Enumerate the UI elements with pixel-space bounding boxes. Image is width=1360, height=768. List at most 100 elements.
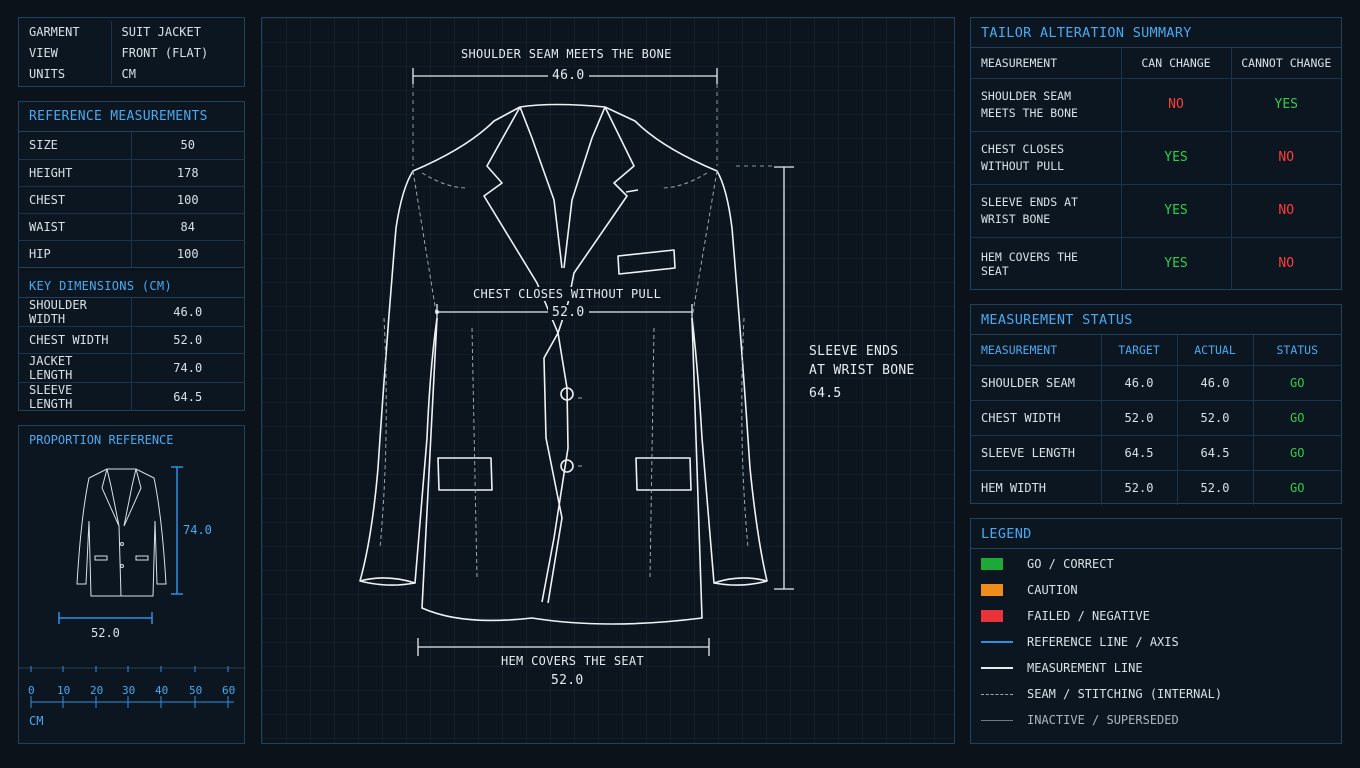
legend-item: MEASUREMENT LINE xyxy=(971,655,1341,681)
measurement-line1: CHEST CLOSES xyxy=(981,141,1065,156)
legend-item: INACTIVE / SUPERSEDED xyxy=(971,707,1341,733)
ref-label: HIP xyxy=(19,240,131,268)
legend-item: GO / CORRECT xyxy=(971,551,1341,577)
status-badge: GO xyxy=(1252,434,1342,471)
sleeve-measurement-title-1: SLEEVE ENDS xyxy=(809,344,899,359)
cannot-change-cell: NO xyxy=(1230,236,1342,291)
table-row: CHEST WIDTH 52.0 52.0 GO xyxy=(970,399,1342,436)
legend-swatch-caution xyxy=(981,584,1003,596)
mini-jacket-outline xyxy=(76,468,167,597)
ruler-tick-label: 60 xyxy=(222,684,236,697)
legend-swatch-failed xyxy=(981,610,1003,622)
table-row: SLEEVE LENGTH 64.5 xyxy=(19,382,244,411)
legend-swatch-go xyxy=(981,558,1003,570)
reference-title: REFERENCE MEASUREMENTS xyxy=(19,102,244,132)
legend-line-seam xyxy=(981,693,1013,695)
ruler-unit-label: CM xyxy=(29,714,44,728)
ref-label: HEIGHT xyxy=(19,159,131,187)
ruler-tick-label: 20 xyxy=(90,684,104,697)
legend-line-inactive xyxy=(981,719,1013,721)
alteration-summary-panel: TAILOR ALTERATION SUMMARY MEASUREMENT CA… xyxy=(970,17,1342,291)
shoulder-measurement-value: 46.0 xyxy=(548,68,589,83)
measurement-line1: SHOULDER SEAM xyxy=(981,88,1072,103)
ref-label: SIZE xyxy=(19,132,131,160)
dim-label: SLEEVE LENGTH xyxy=(29,382,73,411)
legend-title: LEGEND xyxy=(971,519,1341,549)
cannot-change-cell: NO xyxy=(1230,183,1342,238)
info-value: FRONT (FLAT) xyxy=(110,42,244,63)
dim-label: CHEST WIDTH xyxy=(19,326,131,354)
status-actual: 64.5 xyxy=(1176,434,1254,471)
hem-dimension-line xyxy=(417,638,710,656)
can-change-cell: NO xyxy=(1120,77,1232,132)
jacket-outline xyxy=(359,103,768,625)
ref-label: CHEST xyxy=(19,186,131,214)
proportion-diagram xyxy=(19,466,246,708)
info-label: VIEW xyxy=(29,45,58,60)
dim-value: 64.5 xyxy=(130,382,244,411)
proportion-title: PROPORTION REFERENCE xyxy=(29,433,174,447)
legend-label: GO / CORRECT xyxy=(1027,557,1114,571)
mini-height-dimension xyxy=(171,466,183,595)
status-table: MEASUREMENT TARGET ACTUAL STATUS SHOULDE… xyxy=(970,334,1342,506)
legend-label: SEAM / STITCHING (INTERNAL) xyxy=(1027,687,1223,701)
legend-label: INACTIVE / SUPERSEDED xyxy=(1027,713,1179,727)
status-target: 64.5 xyxy=(1100,434,1178,471)
status-measurement: CHEST WIDTH xyxy=(970,399,1102,436)
mini-width-dimension xyxy=(58,612,153,624)
measurement-status-panel: MEASUREMENT STATUS MEASUREMENT TARGET AC… xyxy=(970,304,1342,506)
chest-measure-point-left xyxy=(435,310,439,314)
chest-measurement-title: CHEST CLOSES WITHOUT PULL xyxy=(471,287,664,301)
key-dimensions-title: KEY DIMENSIONS (CM) xyxy=(19,267,244,298)
proportion-width-label: 52.0 xyxy=(91,626,120,640)
table-row: SLEEVE LENGTH 64.5 64.5 GO xyxy=(970,434,1342,471)
info-label: UNITS xyxy=(29,66,66,81)
dim-label: JACKET LENGTH xyxy=(19,353,131,383)
jacket-diagram-panel: SHOULDER SEAM MEETS THE BONE 46.0 CHEST … xyxy=(261,17,955,744)
legend-label: FAILED / NEGATIVE xyxy=(1027,609,1150,623)
alteration-title: TAILOR ALTERATION SUMMARY xyxy=(971,18,1341,48)
ref-value: 50 xyxy=(130,132,244,160)
alteration-table: MEASUREMENT CAN CHANGE CANNOT CHANGE SHO… xyxy=(970,47,1342,291)
proportion-reference-panel: PROPORTION REFERENCE xyxy=(18,425,246,744)
dim-value: 46.0 xyxy=(130,297,244,327)
col-header: TARGET xyxy=(1100,334,1178,366)
status-badge: GO xyxy=(1252,364,1342,401)
info-row: UNITS CM xyxy=(19,63,244,84)
table-row: HEM COVERS THE SEAT YES NO xyxy=(970,236,1342,291)
dim-value: 74.0 xyxy=(130,353,244,383)
table-header-row: MEASUREMENT CAN CHANGE CANNOT CHANGE xyxy=(970,47,1342,79)
cannot-change-cell: YES xyxy=(1230,77,1342,132)
legend-item: SEAM / STITCHING (INTERNAL) xyxy=(971,681,1341,707)
col-header: MEASUREMENT xyxy=(970,47,1122,79)
legend-item: FAILED / NEGATIVE xyxy=(971,603,1341,629)
status-actual: 46.0 xyxy=(1176,364,1254,401)
table-row: HEM WIDTH 52.0 52.0 GO xyxy=(970,469,1342,506)
hem-measurement-value: 52.0 xyxy=(551,673,584,688)
shoulder-measurement-title: SHOULDER SEAM MEETS THE BONE xyxy=(461,47,672,61)
jacket-stitching xyxy=(379,170,749,579)
ruler-tick-label: 40 xyxy=(155,684,169,697)
sleeve-measurement-value: 64.5 xyxy=(809,386,842,401)
legend-label: CAUTION xyxy=(1027,583,1078,597)
shoulder-guides xyxy=(412,84,718,166)
can-change-cell: YES xyxy=(1120,130,1232,185)
legend-line-reference xyxy=(981,641,1013,643)
info-value: CM xyxy=(110,63,244,84)
col-header: CANNOT CHANGE xyxy=(1230,47,1342,79)
ruler-tick-label: 30 xyxy=(122,684,136,697)
